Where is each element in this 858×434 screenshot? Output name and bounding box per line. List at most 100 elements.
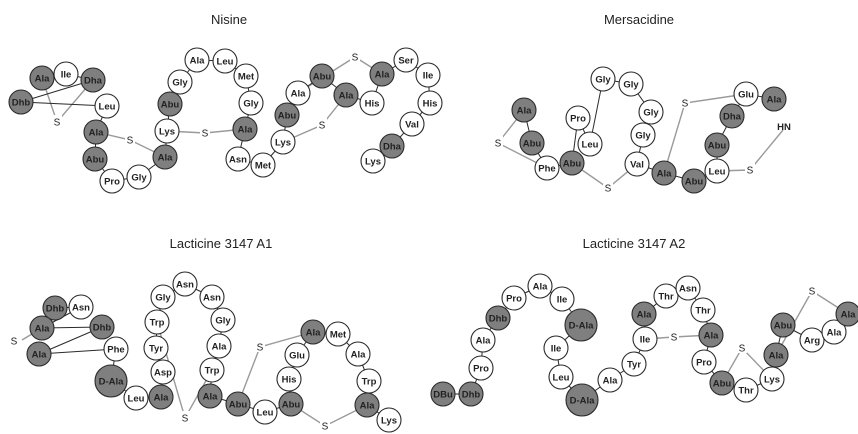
residue: Ala: [206, 333, 232, 359]
residue-circle: [284, 342, 310, 368]
residue: Ala: [470, 327, 496, 353]
modified-residue-circle: [559, 150, 585, 176]
residue: Ala: [761, 86, 787, 112]
residue-label: Gly: [635, 130, 651, 141]
residue-label: Ala: [203, 391, 219, 402]
residue-label: Dhb: [93, 322, 112, 333]
residue-label: Ala: [704, 330, 720, 341]
residue-label: Leu: [582, 139, 599, 150]
residue-circle: [126, 164, 152, 190]
residue-label: Lys: [381, 415, 397, 426]
residue-label: Ala: [306, 327, 322, 338]
modified-residue-circle: [29, 315, 55, 341]
residue: Ala: [527, 273, 553, 299]
residue-label: Trp: [362, 376, 377, 387]
residue-circle: [399, 111, 425, 137]
sulfur-label-bg: [680, 96, 690, 108]
residue-label: Tyr: [627, 359, 641, 370]
modified-residue-circle: [698, 322, 724, 348]
residue: Pro: [691, 349, 717, 375]
residue-label: Ile: [61, 69, 72, 80]
residue-circle: [621, 351, 647, 377]
residue-circle: [172, 271, 198, 297]
residue-label: Thr: [695, 305, 711, 316]
residue-label: Abu: [713, 378, 732, 389]
sulfur-label: S: [809, 287, 816, 298]
residue: Val: [399, 111, 425, 137]
residue: Glu: [284, 342, 310, 368]
sulfur-label: S: [127, 136, 134, 147]
residue: Ala: [152, 144, 178, 170]
modified-residue-circle: [511, 97, 537, 123]
residue: Ala: [821, 319, 847, 345]
residue-label: Abu: [313, 71, 332, 82]
modified-residue-circle: [152, 144, 178, 170]
residue-label: Ala: [767, 94, 783, 105]
residue: Trp: [144, 309, 170, 335]
residue-label: Pro: [570, 113, 586, 124]
modified-residue-circle: [26, 341, 52, 367]
sulfur-label: S: [747, 166, 754, 177]
residue-label: Lys: [365, 156, 381, 167]
residue: Dha: [719, 103, 745, 129]
residue-circle: [276, 366, 302, 392]
modified-residue-circle: [232, 116, 258, 142]
residue: Ile: [543, 335, 569, 361]
residue: Met: [325, 321, 351, 347]
residue-label: Leu: [128, 393, 145, 404]
residue-circle: [199, 357, 225, 383]
sulfur-label: S: [605, 184, 612, 195]
residue: Ala: [345, 341, 371, 367]
residue-label: Ala: [375, 69, 391, 80]
modified-residue-circle: [89, 314, 115, 340]
residue-label: Dhb: [46, 303, 65, 314]
residue-label: Dha: [723, 111, 742, 122]
residue: Tyr: [621, 351, 647, 377]
residue-label: Pro: [104, 176, 120, 187]
residue-label: Ala: [603, 375, 619, 386]
residue: Ala: [285, 80, 311, 106]
residue: Ala: [511, 97, 537, 123]
residue: D-Ala: [564, 308, 598, 342]
residue-label: Abu: [685, 176, 704, 187]
modified-residue-circle: [719, 103, 745, 129]
sulfur-label: S: [54, 118, 61, 129]
modified-residue-circle: [300, 319, 326, 345]
residue: Abu: [770, 312, 796, 338]
modified-residue-circle: [564, 308, 598, 342]
modified-residue-circle: [197, 383, 223, 409]
residue-circle: [359, 90, 385, 116]
residue-label: Ala: [32, 349, 48, 360]
residue: Ile: [632, 326, 658, 352]
residue: Abu: [709, 370, 735, 396]
residue-label: Ala: [841, 309, 857, 320]
modified-residue-circle: [333, 82, 359, 108]
residue: Pro: [468, 355, 494, 381]
residue: Ala: [29, 315, 55, 341]
sulfur-label-bg: [125, 133, 135, 145]
residue-label: Ile: [557, 294, 568, 305]
residue-label: Leu: [553, 372, 570, 383]
residue-label: Phe: [538, 163, 555, 174]
residue-circle: [527, 273, 553, 299]
residue: Abu: [157, 91, 183, 117]
residue: Abu: [278, 391, 304, 417]
residue: Asp: [150, 359, 176, 385]
residue: Thr: [653, 283, 679, 309]
residue: His: [359, 90, 385, 116]
residue: Gly: [150, 284, 176, 310]
residue-label: Abu: [563, 158, 582, 169]
title-mersacidine: Mersacidine: [604, 12, 674, 27]
residue-circle: [206, 333, 232, 359]
sulfur-label: S: [682, 99, 689, 110]
residue-label: Ile: [551, 343, 562, 354]
residue-label: Dha: [84, 75, 103, 86]
residue: Ile: [415, 62, 441, 88]
sulfur-label-bg: [52, 115, 62, 127]
residue: His: [417, 90, 443, 116]
residue-label: Trp: [150, 317, 165, 328]
residue-label: Val: [630, 159, 644, 170]
residue-circle: [345, 341, 371, 367]
